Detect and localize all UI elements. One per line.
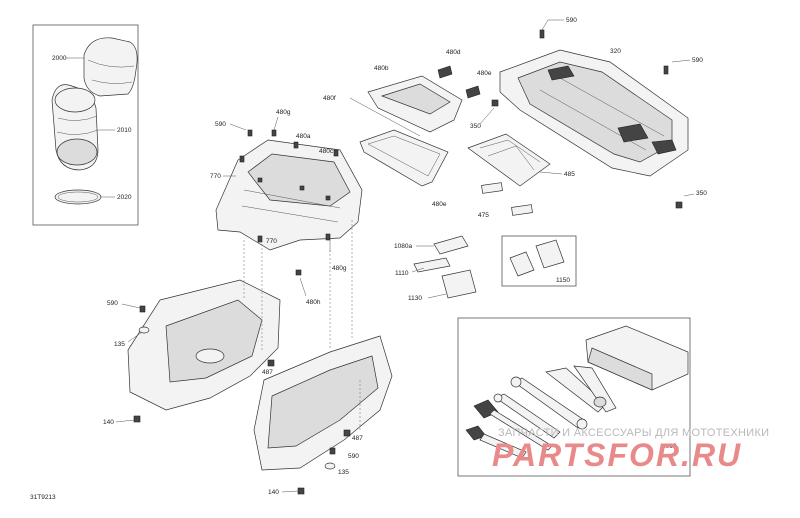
label-320: 320 <box>610 48 621 55</box>
screw-590-right <box>329 447 336 455</box>
label-770-right: 770 <box>266 238 277 245</box>
manual-a <box>509 251 535 277</box>
clip-487-right <box>343 429 351 437</box>
label-1150: 1150 <box>556 277 570 284</box>
left-fender <box>127 279 281 411</box>
clip-487-left <box>267 359 275 367</box>
reflector-a <box>481 182 503 194</box>
label-480f: 480f <box>323 95 336 102</box>
label-350-a: 350 <box>470 123 481 130</box>
tub-fasteners <box>239 129 339 276</box>
label-1060: 1060 <box>662 443 677 450</box>
tool-kit-box <box>457 317 691 477</box>
label-590-left: 590 <box>107 300 118 307</box>
label-590-tub: 590 <box>215 121 226 128</box>
label-480a: 480a <box>296 133 311 140</box>
latch-side <box>465 85 481 99</box>
label-480g-top: 480g <box>276 109 291 116</box>
intake-duct <box>51 84 99 171</box>
label-140-right: 140 <box>268 489 279 496</box>
watermark-logo: PARTSFOR.RU <box>492 437 742 473</box>
lid-seal <box>359 129 449 187</box>
watermark-tagline: ЗАПЧАСТИ И АКСЕССУАРЫ ДЛЯ МОТОТЕХНИКИ <box>498 427 769 439</box>
label-480e-mid: 480e <box>432 201 447 208</box>
label-1080a: 1080a <box>394 243 412 250</box>
pliers <box>545 365 617 413</box>
manuals-box <box>501 235 577 287</box>
nut-140-right <box>297 487 305 495</box>
wrench-large <box>510 376 588 430</box>
screwdriver <box>473 399 553 451</box>
nut-140-left <box>133 415 141 423</box>
reflector-b <box>511 204 533 216</box>
label-590-rack-right: 590 <box>692 57 703 64</box>
label-2010: 2010 <box>117 127 132 134</box>
label-1110: 1110 <box>395 270 409 277</box>
bolt-350-b <box>675 201 683 209</box>
document-id: 31T9213 <box>30 494 56 501</box>
screw-590-left <box>139 305 146 313</box>
tub-lid <box>367 75 463 133</box>
label-770-left: 770 <box>210 173 221 180</box>
label-140-left: 140 <box>103 419 114 426</box>
seat-cover <box>83 37 138 97</box>
label-590-right: 590 <box>348 453 359 460</box>
tool-bag <box>585 325 689 391</box>
label-487-left: 487 <box>262 369 273 376</box>
bolt-590-top <box>539 29 545 39</box>
label-2020: 2020 <box>117 194 132 201</box>
label-475: 475 <box>478 212 489 219</box>
label-2000: 2000 <box>52 55 67 62</box>
label-480c: 480c <box>319 148 334 155</box>
seat-kit-box <box>32 24 139 226</box>
label-135-right: 135 <box>338 469 349 476</box>
wrench-small <box>493 393 561 439</box>
bolt-590-right <box>663 65 669 75</box>
label-480e-top: 480e <box>477 70 492 77</box>
spark-plug-tool <box>465 425 527 459</box>
label-480g-mid: 480g <box>332 265 347 272</box>
manual-b <box>535 239 565 269</box>
label-590-rack-top: 590 <box>566 17 577 24</box>
rack-mat <box>467 133 551 187</box>
label-135-left: 135 <box>114 341 125 348</box>
washer-135-left <box>138 326 150 334</box>
washer-135-right <box>324 462 336 470</box>
rear-rack <box>499 49 689 177</box>
bolt-350-a <box>491 99 499 107</box>
label-485: 485 <box>564 171 575 178</box>
latch-top <box>437 65 453 79</box>
label-350-b: 350 <box>696 190 707 197</box>
label-480h: 480h <box>306 299 321 306</box>
storage-tub <box>215 139 363 251</box>
label-480b: 480b <box>374 65 389 72</box>
label-1130: 1130 <box>408 295 422 302</box>
label-480d: 480d <box>446 49 461 56</box>
right-fender <box>253 335 393 471</box>
strap-kit <box>413 235 477 299</box>
label-487-right: 487 <box>352 435 363 442</box>
